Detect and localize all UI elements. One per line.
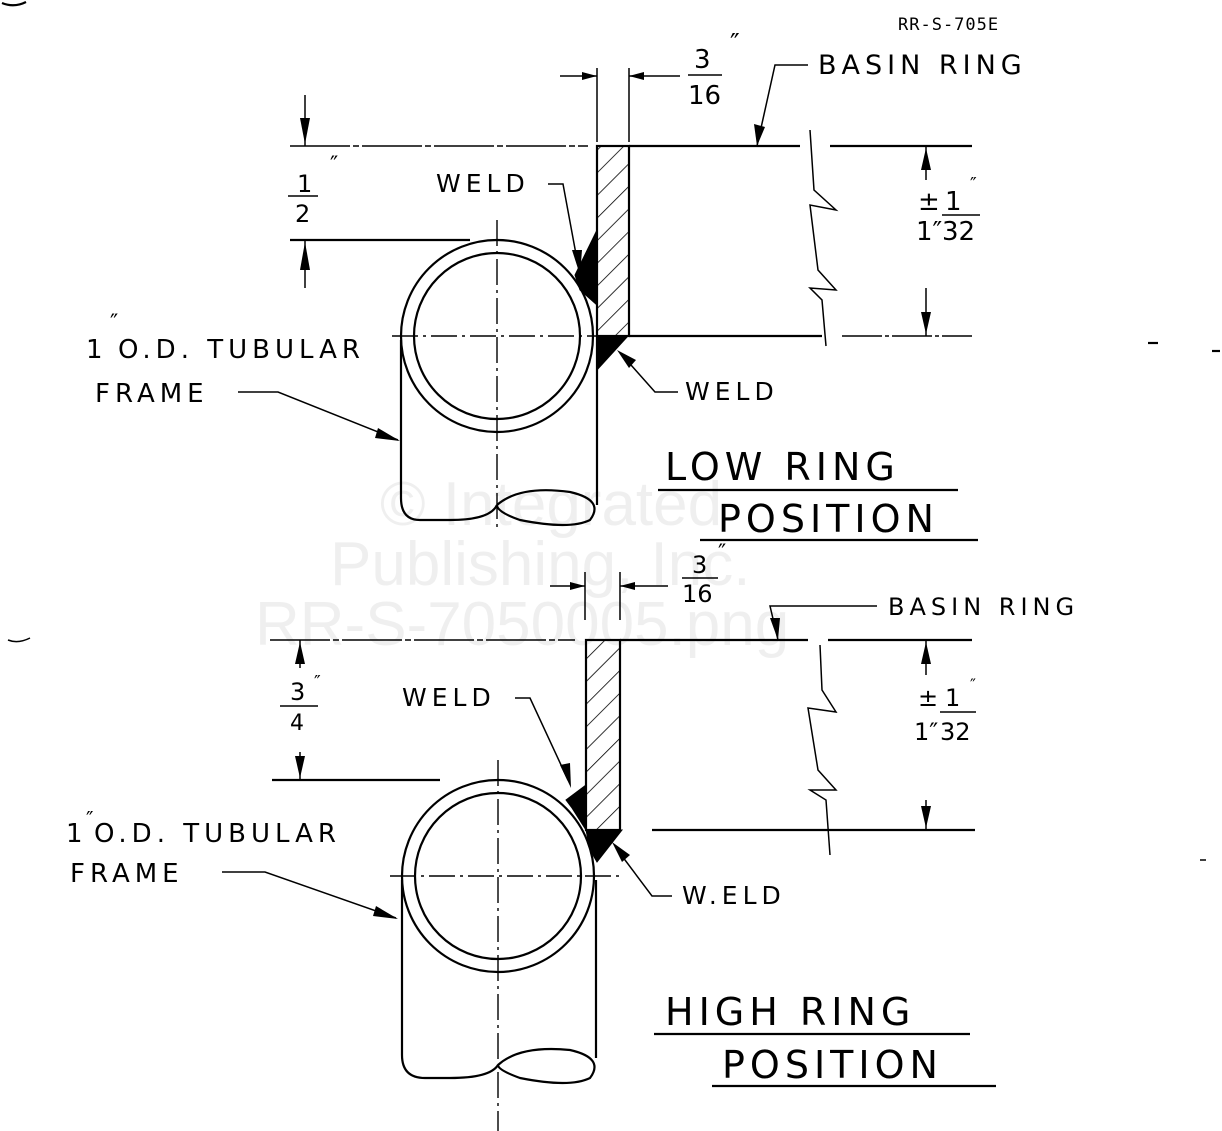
view-title-line-2: POSITION: [718, 497, 939, 541]
basin-ring-section: [595, 144, 631, 338]
frame-label-line-2: FRAME: [95, 379, 209, 409]
view-title-line-1: HIGH RING: [665, 990, 915, 1034]
frame-label-line-1: O.D. TUBULAR: [94, 819, 341, 849]
arrow-icon: [754, 124, 765, 146]
arrow-icon: [560, 763, 571, 788]
arrow-icon: [620, 582, 635, 590]
frame-size: 1: [66, 819, 88, 849]
tube-end: [495, 489, 596, 527]
leader-line: [548, 183, 579, 266]
fraction-denominator: 32: [942, 217, 975, 247]
weld-fillet-upper: [574, 229, 598, 307]
fraction-numerator: 1: [945, 187, 962, 217]
weld-label-upper: WELD: [402, 683, 496, 712]
plus-minus: ±: [918, 684, 938, 712]
inch-mark: ″: [970, 675, 976, 694]
basin-ring-label: BASIN RING: [818, 50, 1027, 81]
weld-label-lower: W.ELD: [682, 881, 786, 910]
tube-body: [400, 880, 499, 1080]
arrow-icon: [617, 350, 636, 368]
watermark-line-3: RR-S-7050005.png: [255, 590, 789, 659]
fraction-numerator: 3: [694, 45, 711, 75]
view-title-line-1: LOW RING: [665, 445, 900, 489]
inch-mark: ″: [110, 311, 118, 336]
break-line: [808, 129, 839, 347]
break-line: [807, 644, 838, 856]
frame-size: 1: [86, 335, 108, 365]
fraction-numerator: 1: [945, 684, 960, 712]
leader-line: [222, 871, 397, 919]
fraction-denominator: 16: [688, 81, 721, 111]
leader-line: [756, 64, 808, 147]
arrow-icon: [770, 618, 780, 640]
leader-line: [615, 847, 672, 897]
arrow-icon: [612, 842, 630, 862]
watermark: © Integrated Publishing, Inc. RR-S-70500…: [255, 470, 789, 659]
watermark-line-1: © Integrated: [380, 470, 722, 539]
fraction-numerator: 3: [692, 551, 707, 579]
fraction-denominator: 2: [295, 200, 310, 228]
document-id: RR-S-705E: [898, 15, 999, 35]
frame-label-line-2: FRAME: [70, 859, 184, 889]
fraction-numerator: 1: [297, 170, 312, 198]
weld-label-lower: WELD: [685, 377, 779, 406]
basin-ring-label: BASIN RING: [888, 593, 1079, 621]
arrow-icon: [921, 642, 931, 664]
ring-height-whole: 1″: [916, 217, 943, 247]
weld-fillet-lower: [596, 335, 630, 372]
fraction-denominator: 4: [290, 711, 304, 736]
weld-label-upper: WELD: [436, 169, 530, 198]
arrow-icon: [921, 312, 931, 334]
high-ring-view: 3 16 ″ BASIN RING ± 1 ″ 1″ 32: [66, 541, 1079, 1131]
inch-mark: ″: [330, 153, 338, 178]
weld-fillet-lower: [585, 829, 624, 863]
ring-thickness-dimension: 3 16 ″: [560, 29, 740, 142]
tube-end: [496, 1047, 596, 1085]
basin-ring-section: [584, 638, 622, 832]
arrow-icon: [300, 118, 310, 144]
arrow-icon: [572, 250, 582, 275]
ring-height-whole: 1″: [914, 718, 938, 746]
scan-artifact: [1, 1, 27, 7]
arrow-icon: [300, 242, 310, 270]
inch-mark: ″: [314, 672, 321, 693]
plus-minus: ±: [918, 187, 940, 217]
frame-label-line-1: O.D. TUBULAR: [118, 335, 365, 365]
inch-mark: ″: [86, 807, 93, 831]
arrow-icon: [373, 906, 398, 919]
leader-line: [515, 697, 569, 781]
leader-line: [238, 391, 399, 441]
fraction-denominator: 16: [682, 580, 713, 608]
arrow-icon: [921, 806, 931, 828]
watermark-line-2: Publishing, Inc.: [330, 530, 750, 599]
scan-artifact: [7, 637, 31, 643]
weld-fillet-upper: [565, 784, 587, 832]
arrow-icon: [570, 582, 585, 590]
arrow-icon: [629, 72, 644, 80]
arrow-icon: [921, 148, 931, 170]
arrow-icon: [295, 756, 305, 778]
low-ring-view: 3 16 ″ BASIN RING ± 1 ″ 1″ 32: [86, 29, 1027, 542]
inch-mark: ″: [730, 29, 740, 59]
fraction-denominator: 32: [940, 718, 971, 746]
inch-mark: ″: [970, 174, 977, 195]
arrow-icon: [375, 428, 400, 441]
view-title-line-2: POSITION: [722, 1043, 943, 1087]
tube-body: [399, 340, 498, 522]
leader-line: [622, 355, 678, 393]
arrow-icon: [295, 642, 305, 664]
inch-mark: ″: [718, 541, 726, 566]
fraction-numerator: 3: [290, 678, 305, 706]
arrow-icon: [582, 72, 597, 80]
ring-thickness-dimension: 3 16 ″: [550, 541, 726, 620]
